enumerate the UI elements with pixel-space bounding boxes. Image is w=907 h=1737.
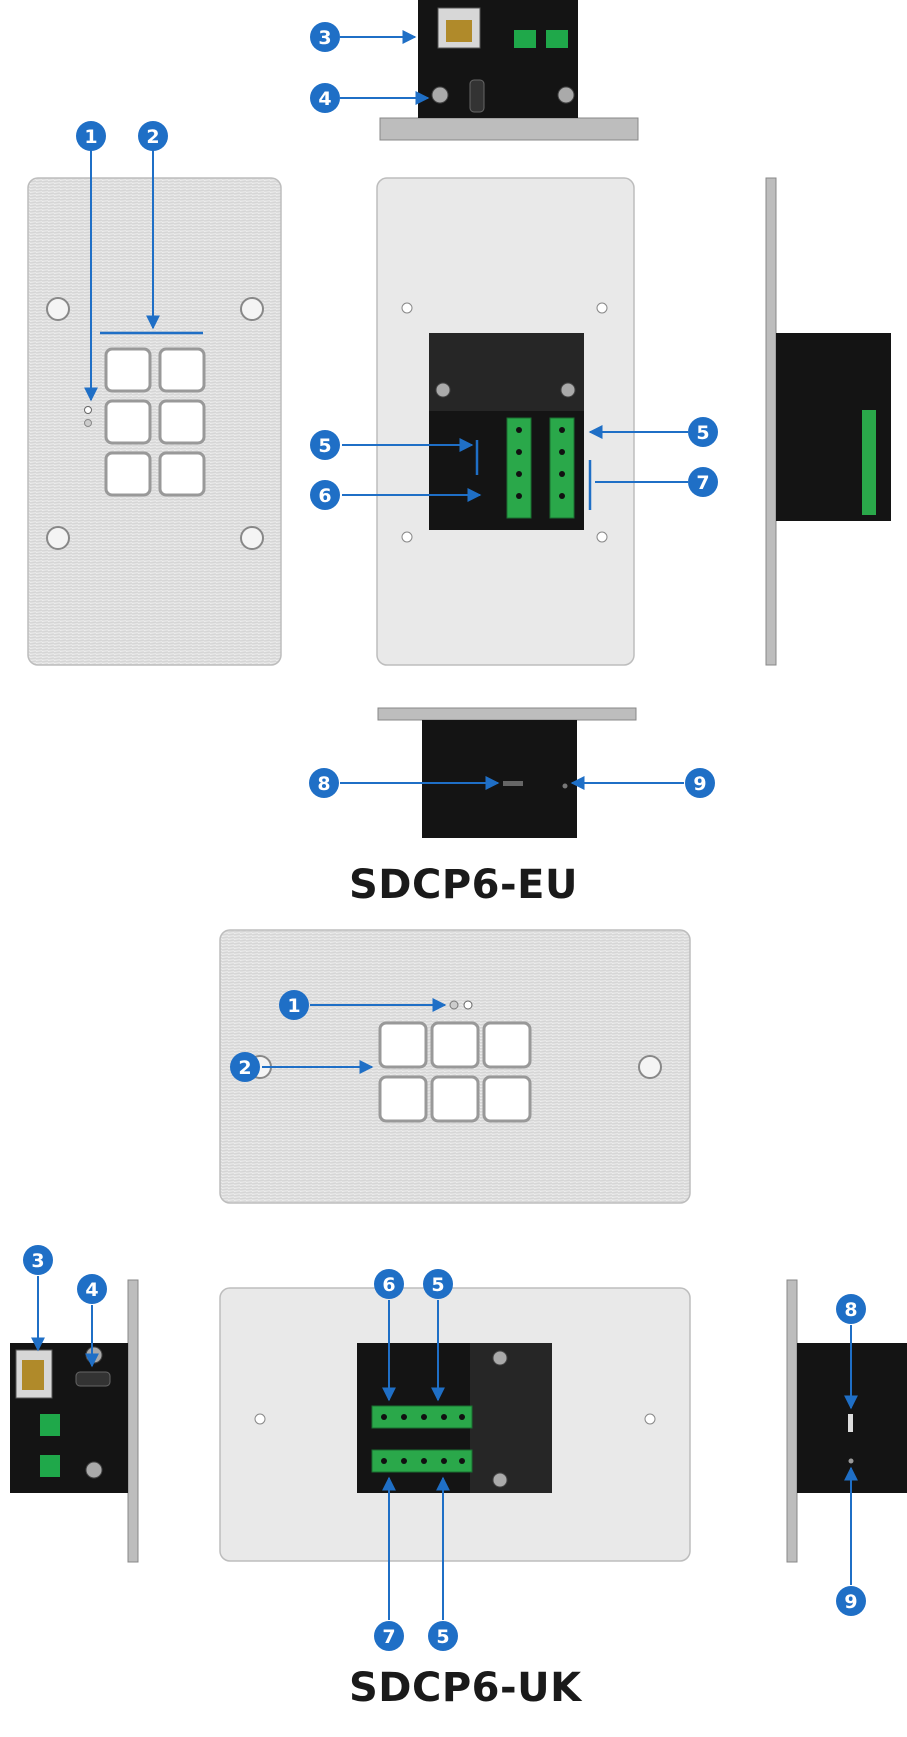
screw-icon bbox=[560, 382, 576, 398]
mount-hole-icon bbox=[596, 531, 608, 543]
callout-badge-9: 9 bbox=[844, 1591, 857, 1613]
button-grid bbox=[104, 347, 206, 497]
keypad-button[interactable] bbox=[378, 1021, 428, 1069]
screw-icon bbox=[435, 382, 451, 398]
eu-front-panel bbox=[27, 150, 282, 666]
mount-hole-icon bbox=[46, 297, 70, 321]
callout-badge-5: 5 bbox=[431, 1274, 444, 1296]
usb-c-port-icon bbox=[75, 1371, 111, 1387]
usb-port-icon bbox=[848, 1414, 853, 1432]
screw-icon bbox=[85, 1461, 103, 1479]
callout-badge-3: 3 bbox=[318, 27, 331, 49]
callout-badge-8: 8 bbox=[844, 1299, 857, 1321]
keypad-button[interactable] bbox=[158, 451, 206, 497]
led-indicator-icon bbox=[84, 406, 92, 414]
mount-hole-icon bbox=[254, 1413, 266, 1425]
callout-badge-5: 5 bbox=[318, 435, 331, 457]
model-title-eu: SDCP6-EU bbox=[349, 862, 578, 908]
eu-side-view bbox=[765, 177, 891, 666]
uk-front-panel bbox=[219, 929, 691, 1204]
keypad-button[interactable] bbox=[482, 1075, 532, 1123]
terminal-block-green bbox=[506, 417, 575, 519]
screw-icon bbox=[492, 1472, 508, 1488]
screw-icon bbox=[557, 86, 575, 104]
button-grid bbox=[378, 1021, 532, 1123]
reset-pinhole-icon bbox=[848, 1458, 854, 1464]
keypad-button[interactable] bbox=[482, 1021, 532, 1069]
screw-icon bbox=[85, 1346, 103, 1364]
keypad-button[interactable] bbox=[158, 347, 206, 393]
callout-badge-5: 5 bbox=[696, 422, 709, 444]
callout-badge-1: 1 bbox=[287, 995, 300, 1017]
callout-badge-2: 2 bbox=[146, 126, 159, 148]
mount-hole-icon bbox=[46, 526, 70, 550]
mount-hole-icon bbox=[596, 302, 608, 314]
keypad-button[interactable] bbox=[430, 1075, 480, 1123]
mount-hole-icon bbox=[644, 1413, 656, 1425]
keypad-button[interactable] bbox=[104, 399, 152, 445]
reset-pinhole-icon bbox=[562, 783, 568, 789]
keypad-button[interactable] bbox=[430, 1021, 480, 1069]
callout-badge-9: 9 bbox=[693, 773, 706, 795]
screw-icon bbox=[492, 1350, 508, 1366]
terminal-block-green bbox=[371, 1405, 473, 1473]
callout-badge-2: 2 bbox=[238, 1057, 251, 1079]
keypad-button[interactable] bbox=[378, 1075, 428, 1123]
keypad-button[interactable] bbox=[104, 347, 152, 393]
callout-badge-7: 7 bbox=[382, 1626, 395, 1648]
led-indicator-icon bbox=[84, 419, 92, 427]
callout-badges: 3 4 1 2 5 6 5 7 8 9 1 2 3 4 6 5 7 5 8 9 bbox=[23, 22, 866, 1651]
eu-top-view bbox=[379, 0, 639, 141]
uk-left-side-view bbox=[10, 1276, 139, 1563]
callout-badge-1: 1 bbox=[84, 126, 97, 148]
uk-rear-panel bbox=[219, 1287, 691, 1620]
callout-badge-6: 6 bbox=[382, 1274, 395, 1296]
callout-badge-5: 5 bbox=[436, 1626, 449, 1648]
keypad-button[interactable] bbox=[104, 451, 152, 497]
led-indicator-icon bbox=[449, 1000, 459, 1010]
keypad-button[interactable] bbox=[158, 399, 206, 445]
mount-hole-icon bbox=[240, 297, 264, 321]
eu-rear-panel bbox=[342, 177, 688, 666]
uk-right-side-view bbox=[786, 1279, 907, 1585]
callout-badge-4: 4 bbox=[318, 88, 331, 110]
screw-icon bbox=[431, 86, 449, 104]
callout-badge-7: 7 bbox=[696, 472, 709, 494]
eu-bottom-view bbox=[340, 707, 684, 838]
callout-badge-4: 4 bbox=[85, 1279, 98, 1301]
usb-c-port-icon bbox=[469, 79, 485, 113]
mount-hole-icon bbox=[638, 1055, 662, 1079]
mount-hole-icon bbox=[240, 526, 264, 550]
mount-hole-icon bbox=[401, 531, 413, 543]
mount-hole-icon bbox=[401, 302, 413, 314]
callout-badge-8: 8 bbox=[317, 773, 330, 795]
callout-badge-3: 3 bbox=[31, 1250, 44, 1272]
callout-badge-6: 6 bbox=[318, 485, 331, 507]
led-indicator-icon bbox=[463, 1000, 473, 1010]
usb-port-icon bbox=[503, 781, 523, 786]
model-title-uk: SDCP6-UK bbox=[349, 1665, 582, 1711]
